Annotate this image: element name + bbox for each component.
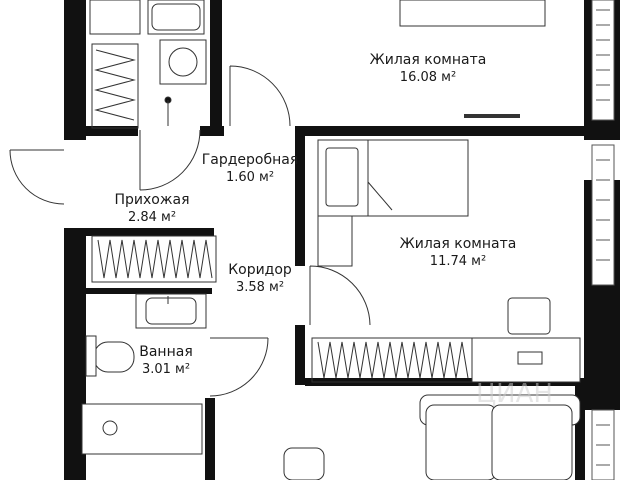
wall-vertical-wardrobe bbox=[210, 0, 222, 136]
room-area: 1.60 м² bbox=[225, 170, 275, 185]
door-entrance bbox=[9, 149, 65, 205]
wall-right-lower bbox=[575, 380, 585, 480]
wall-horizontal-main bbox=[295, 126, 585, 136]
room-name: Гардеробная bbox=[201, 152, 299, 168]
windows bbox=[591, 0, 615, 480]
closet-hallway bbox=[91, 235, 217, 283]
door-wardrobe bbox=[139, 129, 201, 191]
desk-living2 bbox=[471, 297, 581, 383]
label-living-room-1: Жилая комната 16.08 м² bbox=[370, 52, 487, 86]
watermark: ЦИАН bbox=[476, 379, 553, 409]
door-bath bbox=[209, 337, 269, 397]
room-name: Коридор bbox=[228, 262, 292, 278]
sofa bbox=[419, 394, 581, 480]
closet-living2 bbox=[311, 337, 473, 383]
label-living-room-2: Жилая комната 11.74 м² bbox=[400, 236, 517, 270]
wall-vertical-corridor-low bbox=[295, 325, 305, 385]
wall-bath-top bbox=[64, 320, 82, 480]
wall-hall-bottom bbox=[64, 228, 214, 236]
bathtub bbox=[81, 403, 203, 455]
room-area: 3.01 м² bbox=[141, 362, 191, 377]
window-right-top bbox=[591, 0, 615, 121]
room-area: 16.08 м² bbox=[399, 70, 457, 85]
label-bathroom: Ванная 3.01 м² bbox=[139, 344, 193, 378]
window-right-mid bbox=[591, 144, 615, 286]
wall-bath-right bbox=[205, 398, 215, 480]
wall-vertical-corridor bbox=[295, 126, 305, 266]
bed-living1 bbox=[399, 0, 546, 118]
label-corridor: Коридор 3.58 м² bbox=[228, 262, 292, 296]
chair bbox=[507, 297, 551, 335]
wall-left-top bbox=[64, 0, 86, 140]
bathroom-fixtures bbox=[81, 293, 325, 480]
room-area: 2.84 м² bbox=[127, 210, 177, 225]
sink-top-left bbox=[89, 0, 141, 35]
closet-wardrobe bbox=[91, 43, 139, 129]
door-living2 bbox=[309, 265, 371, 326]
label-wardrobe: Гардеробная 1.60 м² bbox=[202, 152, 299, 186]
doors bbox=[9, 65, 371, 397]
wall-bath-horizontal bbox=[82, 288, 212, 294]
room-name: Жилая комната bbox=[399, 236, 517, 252]
room-name: Ванная bbox=[139, 344, 193, 360]
label-hallway: Прихожая 2.84 м² bbox=[115, 192, 190, 226]
fixtures-top bbox=[89, 0, 207, 126]
wall-horizontal-hall bbox=[86, 126, 138, 136]
room-area: 11.74 м² bbox=[429, 254, 487, 269]
armchair-bottom bbox=[283, 447, 325, 480]
room-name: Жилая комната bbox=[369, 52, 487, 68]
room-area: 3.58 м² bbox=[235, 280, 285, 295]
toilet bbox=[93, 341, 135, 373]
bed-living2 bbox=[317, 139, 469, 267]
door-living1 bbox=[229, 65, 291, 127]
room-name: Прихожая bbox=[114, 192, 190, 208]
